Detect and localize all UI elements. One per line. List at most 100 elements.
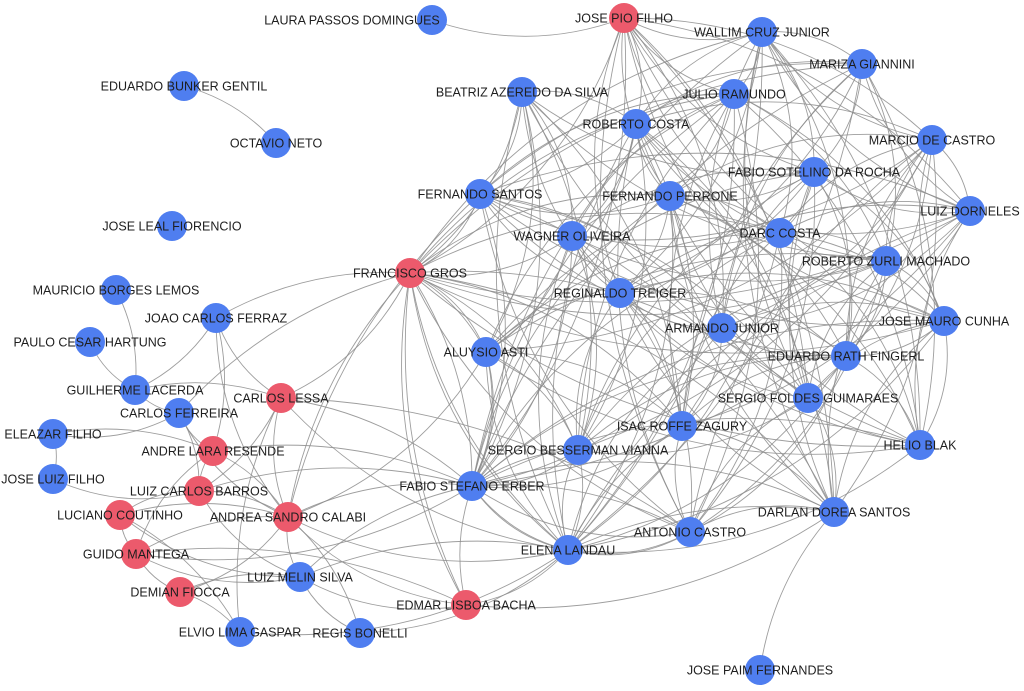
node-helio-blak[interactable] bbox=[905, 430, 935, 460]
node-carlos-ferreira[interactable] bbox=[164, 398, 194, 428]
node-isac-roffe-zagury[interactable] bbox=[667, 411, 697, 441]
node-demian-fiocca[interactable] bbox=[165, 577, 195, 607]
edge bbox=[471, 327, 723, 487]
node-elvio-lima-gaspar[interactable] bbox=[225, 617, 255, 647]
node-elena-landau[interactable] bbox=[553, 535, 583, 565]
edge bbox=[521, 91, 621, 294]
node-eduardo-bunker-gentil[interactable] bbox=[169, 71, 199, 101]
node-edmar-lisboa-bacha[interactable] bbox=[451, 590, 481, 620]
edge bbox=[280, 397, 473, 487]
node-label: SERGIO FOLDES GUIMARAES bbox=[718, 392, 899, 406]
edge bbox=[521, 91, 592, 451]
edge bbox=[179, 516, 289, 593]
node-luiz-carlos-barros[interactable] bbox=[184, 476, 214, 506]
node-jose-mauro-cunha[interactable] bbox=[929, 306, 959, 336]
node-label: MARCIO DE CASTRO bbox=[869, 134, 996, 148]
edge bbox=[471, 425, 683, 489]
node-jose-pio-filho[interactable] bbox=[609, 3, 639, 33]
node-beatriz-azeredo-da-silva[interactable] bbox=[507, 77, 537, 107]
edge bbox=[409, 272, 945, 354]
edge bbox=[299, 485, 473, 578]
edge bbox=[635, 123, 921, 446]
edge bbox=[280, 272, 411, 399]
node-eleazar-filho[interactable] bbox=[38, 419, 68, 449]
edge bbox=[619, 292, 835, 513]
node-label: ALUYSIO ASTI bbox=[444, 346, 529, 360]
node-joao-carlos-ferraz[interactable] bbox=[201, 303, 231, 333]
edge bbox=[674, 425, 691, 533]
edge bbox=[521, 91, 921, 446]
node-jose-luiz-filho[interactable] bbox=[38, 464, 68, 494]
edge bbox=[861, 63, 971, 212]
node-jose-leal-fiorencio[interactable] bbox=[157, 211, 187, 241]
edge bbox=[567, 327, 723, 551]
node-guilherme-lacerda[interactable] bbox=[120, 375, 150, 405]
node-label: FERNANDO PERRONE bbox=[602, 190, 737, 204]
node-antonio-castro[interactable] bbox=[675, 517, 705, 547]
node-label: PAULO CESAR HARTUNG bbox=[13, 336, 166, 350]
node-andrea-sandro-calabi[interactable] bbox=[273, 502, 303, 532]
edge bbox=[471, 63, 863, 487]
node-label: JOSE MAURO CUNHA bbox=[879, 315, 1010, 329]
edge bbox=[236, 397, 282, 633]
edge bbox=[479, 152, 971, 212]
node-mauricio-borges-lemos[interactable] bbox=[101, 275, 131, 305]
node-mariza-giannini[interactable] bbox=[847, 49, 877, 79]
node-marcio-de-castro[interactable] bbox=[917, 125, 947, 155]
node-regis-bonelli[interactable] bbox=[345, 618, 375, 648]
node-julio-ramundo[interactable] bbox=[719, 79, 749, 109]
edge bbox=[409, 212, 781, 274]
edge bbox=[299, 576, 467, 610]
edge bbox=[52, 478, 200, 500]
node-paulo-cesar-hartung[interactable] bbox=[75, 327, 105, 357]
node-fernando-santos[interactable] bbox=[465, 179, 495, 209]
node-luiz-dorneles[interactable] bbox=[955, 196, 985, 226]
edge bbox=[669, 93, 735, 427]
node-fabio-stefano-erber[interactable] bbox=[457, 471, 487, 501]
node-jose-paim-fernandes[interactable] bbox=[745, 655, 775, 685]
node-label: ANTONIO CASTRO bbox=[634, 526, 747, 540]
edge bbox=[409, 260, 887, 316]
edge bbox=[465, 511, 835, 609]
node-guido-mantega[interactable] bbox=[121, 539, 151, 569]
edge bbox=[479, 193, 723, 329]
edge bbox=[215, 271, 411, 319]
node-wagner-oliveira[interactable] bbox=[557, 221, 587, 251]
node-aluysio-asti[interactable] bbox=[471, 337, 501, 367]
node-fabio-sotelino-da-rocha[interactable] bbox=[799, 157, 829, 187]
edge bbox=[239, 549, 569, 636]
edge bbox=[571, 123, 637, 237]
edge bbox=[479, 91, 523, 195]
node-octavio-neto[interactable] bbox=[261, 128, 291, 158]
edge bbox=[571, 235, 887, 282]
node-carlos-lessa[interactable] bbox=[266, 383, 296, 413]
node-label: WAGNER OLIVEIRA bbox=[514, 230, 632, 244]
node-luiz-melin-silva[interactable] bbox=[285, 562, 315, 592]
node-label: ELEAZAR FILHO bbox=[4, 428, 102, 442]
node-wallim-cruz-junior[interactable] bbox=[747, 17, 777, 47]
edge bbox=[485, 123, 637, 353]
node-armando-junior[interactable] bbox=[707, 313, 737, 343]
node-francisco-gros[interactable] bbox=[395, 258, 425, 288]
edge bbox=[577, 232, 781, 451]
node-roberto-costa[interactable] bbox=[621, 109, 651, 139]
edge bbox=[485, 351, 569, 551]
node-darlan-dorea-santos[interactable] bbox=[819, 497, 849, 527]
node-reginaldo-treiger[interactable] bbox=[605, 278, 635, 308]
edge bbox=[471, 485, 691, 538]
edge bbox=[521, 91, 815, 176]
edge bbox=[409, 272, 473, 487]
node-darc-costa[interactable] bbox=[765, 218, 795, 248]
node-roberto-zurli-machado[interactable] bbox=[871, 246, 901, 276]
node-luciano-coutinho[interactable] bbox=[105, 500, 135, 530]
node-eduardo-rath-fingerl[interactable] bbox=[831, 341, 861, 371]
node-fernando-perrone[interactable] bbox=[655, 181, 685, 211]
node-sergio-besserman-vianna[interactable] bbox=[563, 435, 593, 465]
node-sergio-foldes-guimaraes[interactable] bbox=[793, 383, 823, 413]
edge bbox=[721, 210, 971, 329]
node-laura-passos-domingues[interactable] bbox=[417, 5, 447, 35]
node-andre-lara-resende[interactable] bbox=[198, 436, 228, 466]
edge bbox=[885, 139, 933, 262]
edge bbox=[135, 516, 289, 555]
